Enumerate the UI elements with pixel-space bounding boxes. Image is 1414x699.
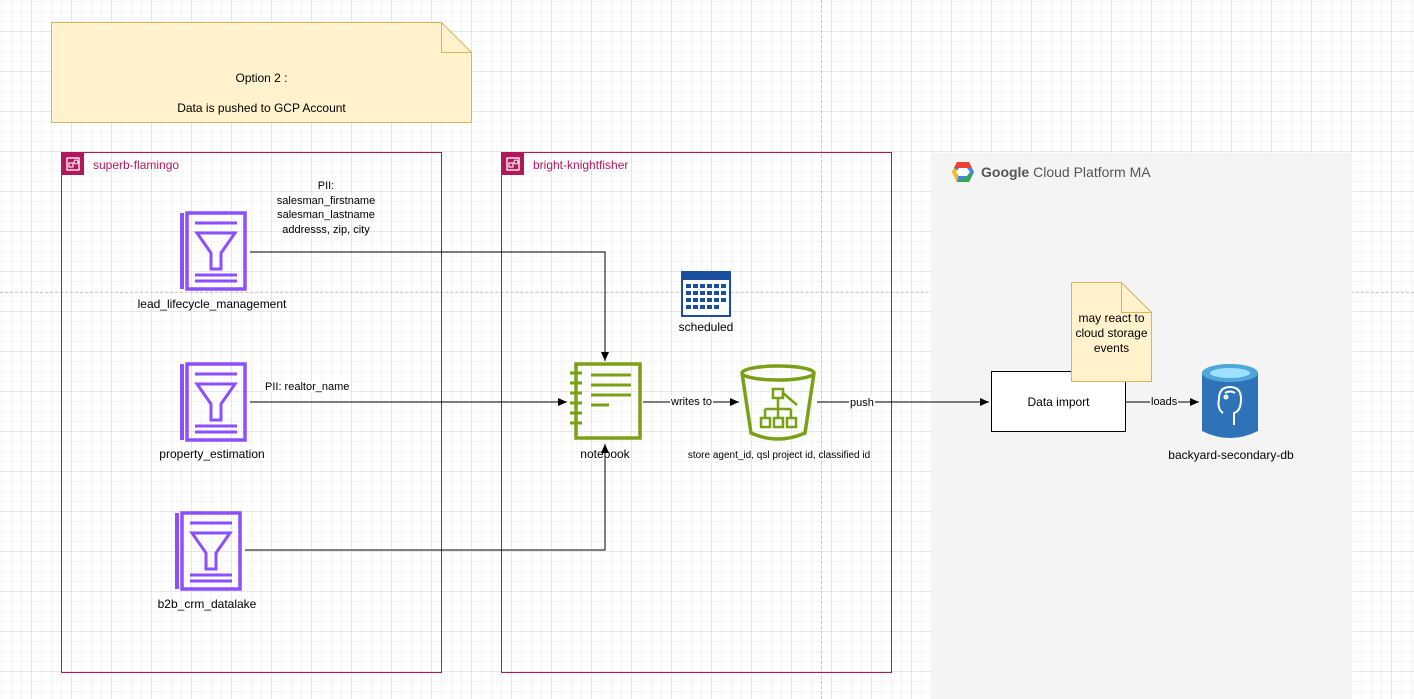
pii-label-mid: PII: realtor_name <box>264 381 351 393</box>
data-import-label: Data import <box>1027 394 1090 409</box>
bucket-label: store agent_id, qsl project id, classifi… <box>687 450 871 461</box>
edge-label-loads: loads <box>1150 396 1179 408</box>
glue-funnel-icon[interactable] <box>177 362 249 442</box>
glue-funnel-icon[interactable] <box>172 511 244 591</box>
guide-line-vertical <box>821 0 822 699</box>
gcp-brand: Google <box>981 164 1030 180</box>
glue-funnel-icon[interactable] <box>177 211 249 291</box>
notebook-icon[interactable] <box>569 361 643 441</box>
storage-note-text: may react to cloud storage events <box>1075 311 1148 355</box>
gcp-name: Cloud Platform MA <box>1033 164 1151 180</box>
option-note[interactable]: Option 2 : Data is pushed to GCP Account <box>51 22 472 123</box>
scheduler-label: scheduled <box>678 320 734 334</box>
gcp-logo-icon <box>951 161 975 183</box>
account-superb-flamingo[interactable] <box>61 152 442 673</box>
source-label: b2b_crm_datalake <box>157 597 257 611</box>
edge-label-writes: writes to <box>670 396 713 408</box>
account-label-left: superb-flamingo <box>93 158 180 172</box>
database-icon[interactable] <box>1201 363 1259 443</box>
account-bright-knightfisher[interactable] <box>501 152 892 673</box>
account-label-middle: bright-knightfisher <box>533 158 629 172</box>
pii-label-top: PII: salesman_firstname salesman_lastnam… <box>276 180 376 236</box>
account-icon <box>502 153 524 175</box>
storage-events-note[interactable]: may react to cloud storage events <box>1071 282 1152 382</box>
edge-lead-to-notebook <box>250 251 609 361</box>
calendar-icon[interactable] <box>681 271 731 317</box>
database-label: backyard-secondary-db <box>1168 448 1294 462</box>
edge-b2b-to-notebook <box>245 444 609 551</box>
gcp-title: Google Cloud Platform MA <box>981 164 1151 180</box>
s3-bucket-icon[interactable] <box>739 363 817 443</box>
source-label: lead_lifecycle_management <box>137 297 287 311</box>
option-note-subtitle: Data is pushed to GCP Account <box>177 101 346 115</box>
notebook-label: notebook <box>580 447 630 461</box>
account-icon <box>62 153 84 175</box>
edge-label-push: push <box>849 397 875 409</box>
source-label: property_estimation <box>159 447 265 461</box>
option-note-title: Option 2 : <box>235 71 288 85</box>
